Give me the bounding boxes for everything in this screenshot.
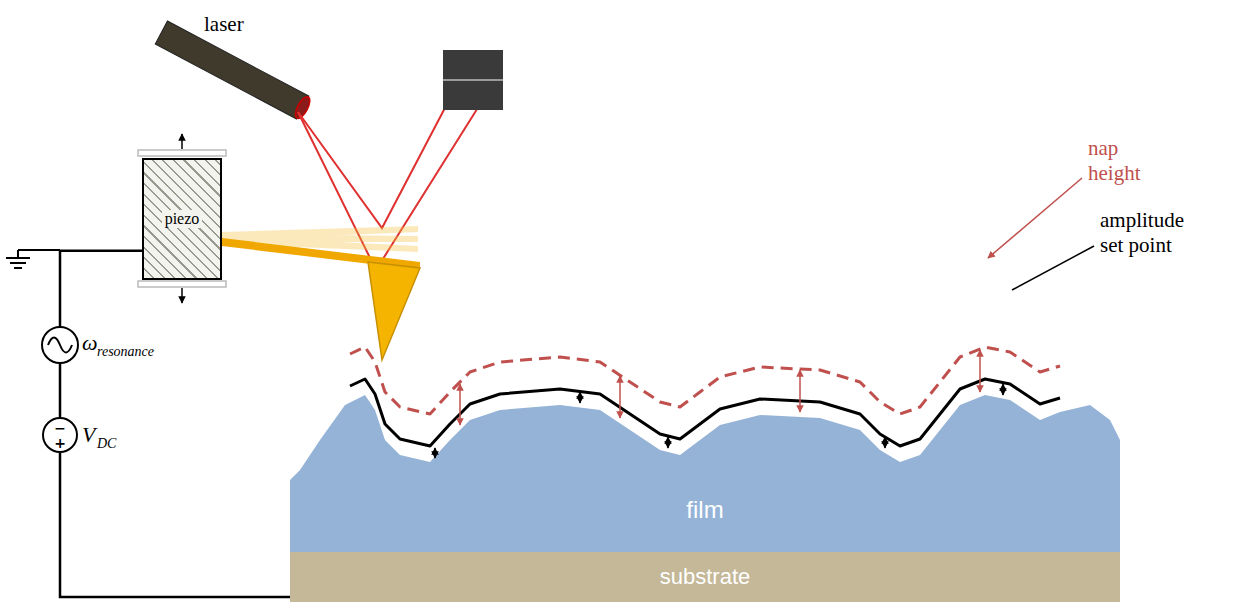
node-text: substrate — [660, 564, 751, 590]
laser-label: laser — [204, 12, 244, 37]
piezo-arrow — [181, 134, 183, 149]
setpoint-label: amplitude set point — [1100, 208, 1212, 258]
nap-height-label: nap height — [1088, 136, 1160, 186]
substrate-region: substrate — [290, 552, 1120, 602]
photodetector-split — [443, 79, 503, 81]
signal-symbol: ω — [82, 330, 98, 356]
leader-line — [1012, 246, 1094, 290]
piezo-box: piezo — [142, 158, 222, 280]
afm-tip — [368, 262, 420, 360]
signal-subscript: resonance — [97, 344, 154, 360]
node-text: + — [54, 436, 66, 450]
photodetector — [443, 50, 503, 110]
setpoint-arrows — [435, 384, 1003, 458]
node-text: − — [54, 421, 66, 435]
leader-line — [988, 178, 1082, 258]
laser-body — [155, 21, 313, 121]
piezo-arrow — [181, 288, 183, 303]
dc-source: −+ — [42, 417, 78, 453]
ac-symbol — [48, 338, 72, 353]
ground-symbol — [6, 250, 60, 268]
nap-trace — [350, 347, 1060, 414]
circuit-wire — [60, 453, 290, 597]
piezo-plate — [138, 150, 226, 156]
piezo-plate — [138, 281, 226, 287]
signal-symbol: V — [82, 422, 95, 448]
node-text: piezo — [162, 210, 203, 228]
node-text: film — [686, 496, 723, 524]
signal-subscript: DC — [97, 436, 116, 452]
nap-arrows — [460, 350, 980, 425]
film-region: film — [290, 470, 1120, 550]
amplitude-trace — [350, 379, 1060, 446]
ac-source — [42, 327, 78, 363]
